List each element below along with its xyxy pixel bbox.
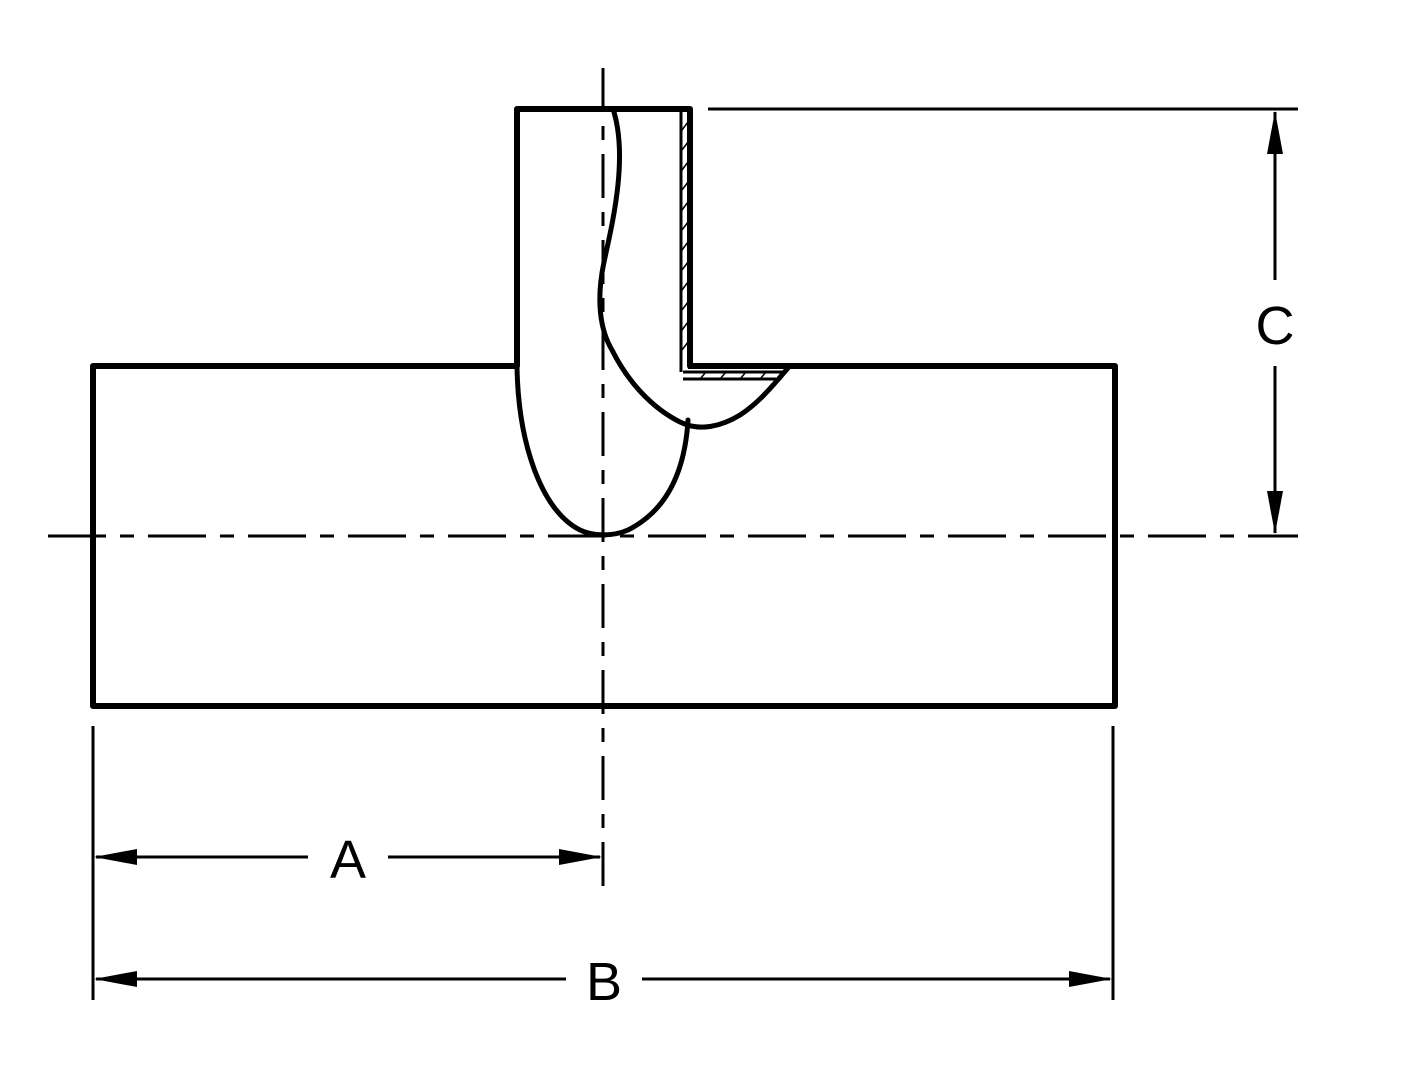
saddle-curve bbox=[514, 363, 691, 538]
dim-c-label: C bbox=[1256, 296, 1295, 356]
branch-wall-hatch bbox=[681, 121, 689, 351]
cutaway-curve bbox=[597, 109, 791, 430]
dim-c-arrow-top bbox=[1267, 111, 1283, 154]
dim-b-arrow-right bbox=[1069, 971, 1112, 987]
dim-c-arrow-bottom bbox=[1267, 491, 1283, 534]
dim-a-label: A bbox=[330, 830, 366, 890]
weld-hatch bbox=[699, 371, 767, 380]
dim-a-arrow-left bbox=[94, 849, 137, 865]
dim-b-label: B bbox=[586, 952, 622, 1012]
dim-a-arrow-right bbox=[559, 849, 602, 865]
dim-b-arrow-left bbox=[94, 971, 137, 987]
